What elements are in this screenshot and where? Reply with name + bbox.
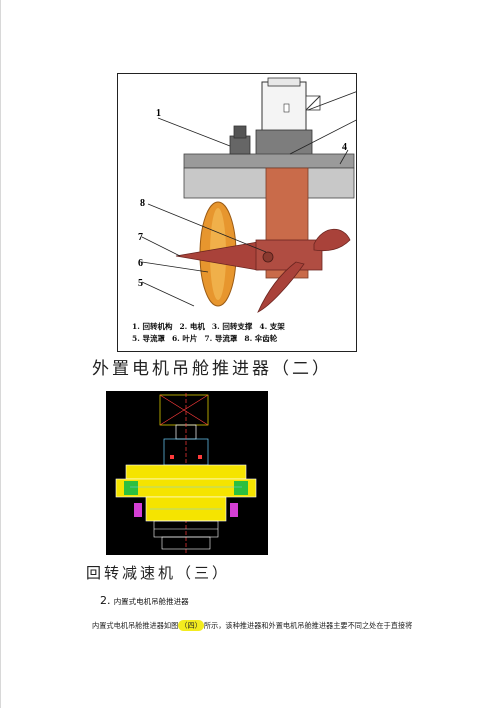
figure-1-caption: 外置电机吊舱推进器（二） [92,359,332,379]
legend-item: 3. 回转支撑 [211,322,253,331]
section-title: 内置式电机吊舱推进器 [113,597,189,606]
pod-thruster-illustration: 1 2 3 4 5 6 7 8 [138,77,356,313]
legend-row-2: 5. 导流罩 6. 叶片 7. 导流罩 8. 伞齿轮 [132,333,354,345]
paragraph-text-start: 内置式电机吊舱推进器如图 [92,621,179,630]
paragraph-text-end: 所示，该种推进器和外置电机吊舱推进器主要不同之处在于直接将 [203,621,413,630]
legend-item: 2. 电机 [179,322,205,331]
legend-item: 1. 回转机构 [132,322,173,331]
cad-drawing [115,393,257,553]
slewing-reducer-figure [106,391,268,555]
legend-item: 7. 导流罩 [204,334,238,343]
legend-item: 8. 伞齿轮 [244,334,278,343]
propeller-blade-upper [313,228,351,252]
bevel-gear [262,251,274,263]
callout-7: 7 [138,232,143,243]
support-plate [183,153,355,169]
motor-cap [267,77,301,87]
callout-8: 8 [140,198,145,209]
page-edge [0,0,1,708]
figure-2-caption: 回转减速机（三） [86,564,231,582]
section-heading: 2. 内置式电机吊舱推进器 [100,594,189,607]
legend-row-1: 1. 回转机构 2. 电机 3. 回转支撑 4. 支架 [132,321,354,333]
callout-5: 5 [138,278,143,289]
legend-item: 5. 导流罩 [132,334,165,343]
legend-item: 6. 叶片 [171,334,198,343]
callout-6: 6 [138,258,143,269]
propeller-blade-lower [257,261,305,313]
callout-4: 4 [342,142,347,153]
figure-legend: 1. 回转机构 2. 电机 3. 回转支撑 4. 支架 5. 导流罩 6. 叶片… [132,321,354,345]
legend-item: 4. 支架 [259,322,285,331]
pod-thruster-figure: 1 2 3 4 5 6 7 8 1. 回转机构 2. 电机 3. 回转支撑 4.… [117,73,357,352]
section-number: 2. [100,594,111,607]
body-paragraph: 内置式电机吊舱推进器如图（四）所示，该种推进器和外置电机吊舱推进器主要不同之处在… [92,620,413,631]
callout-1: 1 [156,108,161,119]
figure-reference-highlight: （四） [178,620,204,631]
